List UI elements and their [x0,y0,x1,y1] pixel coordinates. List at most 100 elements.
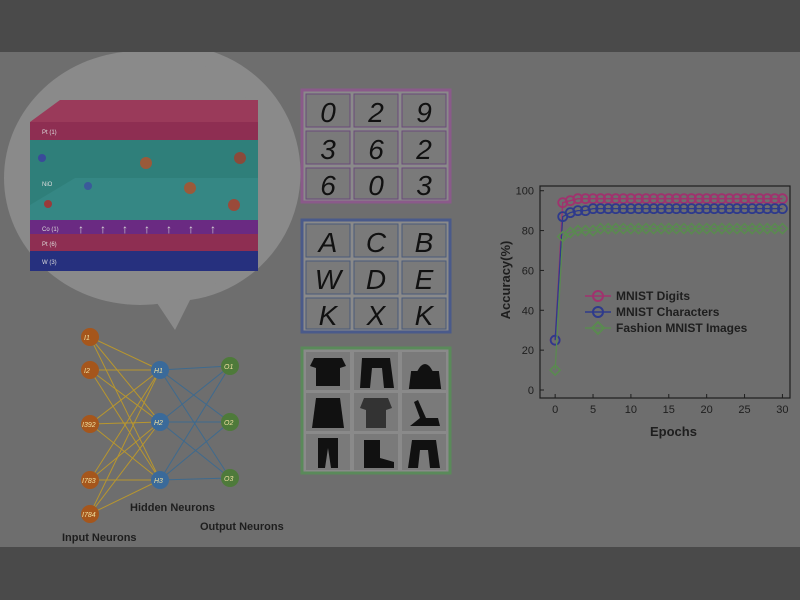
data-point [595,203,607,215]
input-neuron [81,471,99,489]
data-point [610,203,622,215]
data-point [678,203,690,215]
x-tick-label: 5 [590,404,596,416]
x-tick-label: 0 [552,404,558,416]
layer-label: NiO [42,182,53,188]
x-tick-label: 25 [738,404,750,416]
svg-text:↑: ↑ [100,222,106,236]
data-point [633,203,644,215]
data-point [602,193,614,205]
character-sample: K [319,300,339,331]
input-neurons-label: Input Neurons [62,532,137,544]
input-neuron-label: I2 [84,368,90,375]
series-line [554,198,783,341]
y-tick-label: 60 [522,265,534,277]
top-letterbox [0,0,800,52]
legend-label: MNIST Digits [616,289,690,303]
data-point [776,222,789,235]
data-point [595,193,607,205]
coat-icon [312,398,344,428]
character-sample: X [366,300,387,331]
svg-text:↑: ↑ [122,222,128,236]
input-neuron-label: I784 [82,512,96,519]
character-sample: B [415,227,434,258]
digits-grid: 0 2 9 3 6 2 6 0 3 [300,88,452,204]
layer-pt-top [30,122,258,140]
data-point [648,193,660,205]
hidden-neuron [151,471,169,489]
data-point [686,193,697,205]
data-point [746,193,758,205]
device-top-face [30,100,258,122]
character-sample: W [315,264,344,295]
data-point [670,193,682,205]
hidden-neuron-label: H3 [154,478,163,485]
layer-label: Co (1) [42,227,59,233]
data-point [701,193,713,205]
data-point [587,203,599,215]
digit-sample: 0 [368,170,384,201]
y-axis-label: Accuracy(%) [498,241,513,320]
layer-w [30,251,258,271]
x-tick-label: 30 [776,404,788,416]
digit-sample: 6 [320,170,336,201]
y-tick-label: 0 [528,385,534,397]
hidden-neuron-label: H1 [154,368,163,375]
digit-sample: 0 [320,97,336,128]
data-point [564,207,576,219]
svg-text:↑: ↑ [188,222,194,236]
output-neuron [221,469,239,487]
series-line [554,227,783,371]
data-point [708,193,720,205]
x-axis-label: Epochs [650,424,697,439]
layer-co [30,220,258,234]
characters-grid: A C B W D E K X K [300,218,452,334]
input-neuron [81,328,99,346]
data-point [777,193,788,205]
y-tick-label: 40 [522,305,534,317]
trousers-icon [318,438,338,468]
jacket-icon [408,440,440,468]
data-point [701,203,713,215]
legend-marker [590,320,606,336]
data-point [663,193,675,205]
figure-canvas: ↑↑ ↑↑ ↑↑ ↑ Pt (1) NiO Co (1) Pt (6) W (3… [4,45,791,544]
data-point [731,193,743,205]
bottom-letterbox [0,547,800,600]
svg-text:↑: ↑ [144,222,150,236]
svg-text:↑: ↑ [166,222,172,236]
data-point [572,193,584,205]
input-neuron-label: I783 [82,478,96,485]
input-neuron [81,361,99,379]
data-point [625,203,637,215]
bag-icon [408,364,442,389]
data-point [693,193,705,205]
legend-label: MNIST Characters [616,305,720,319]
data-point [655,193,667,205]
output-neuron [221,357,239,375]
series-layer [549,193,789,377]
hidden-neuron [151,361,169,379]
input-neuron-label: I1 [84,335,90,342]
output-neurons-label: Output Neurons [200,521,284,533]
data-point [769,203,781,215]
shirt-icon [360,398,392,428]
output-neuron-label: O2 [224,420,233,427]
input-neuron [81,505,99,523]
data-point [731,203,743,215]
data-point [564,195,576,207]
plot-frame [539,185,791,399]
data-point [580,193,591,205]
data-point [670,203,682,215]
data-point [587,193,599,205]
data-point [716,203,728,215]
data-point [663,203,675,215]
digit-sample: 3 [320,134,336,165]
data-point [686,203,697,215]
data-point [678,193,690,205]
figure-panel: ↑↑ ↑↑ ↑↑ ↑ Pt (1) NiO Co (1) Pt (6) W (3… [0,45,800,547]
data-point [557,197,569,209]
data-point [761,193,773,205]
layer-label: W (3) [42,260,57,266]
data-point [580,205,591,217]
